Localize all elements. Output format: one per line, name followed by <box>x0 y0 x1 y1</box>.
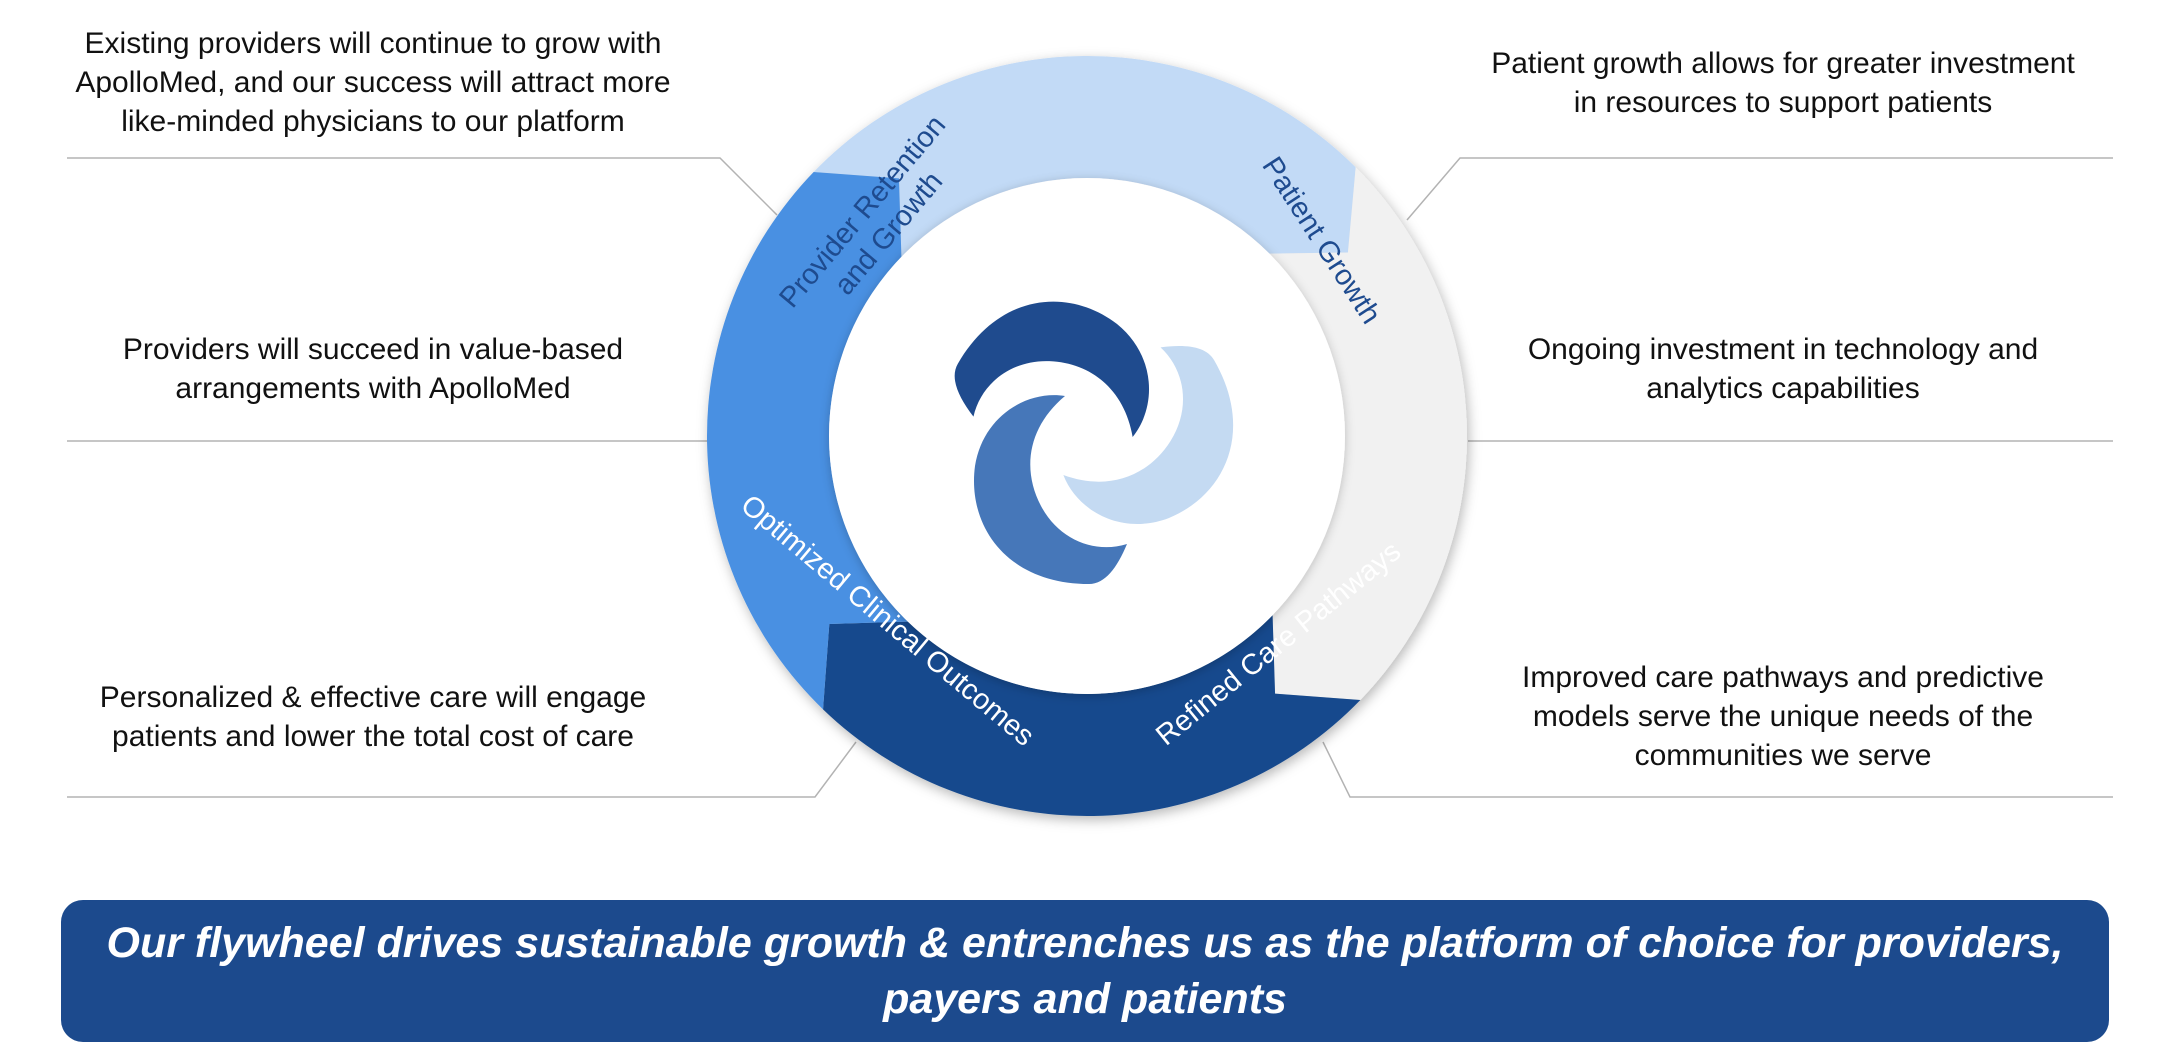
callout-line: communities we serve <box>1634 739 1932 772</box>
callout-line: Providers will succeed in value-based <box>122 333 624 366</box>
callout-line: Existing providers will continue to grow… <box>84 27 662 60</box>
tagline-banner: Our flywheel drives sustainable growth &… <box>61 900 2109 1042</box>
callout-right-top: Patient growth allows for greater invest… <box>1433 44 2133 122</box>
callout-right-middle: Ongoing investment in technology and ana… <box>1433 330 2133 408</box>
logo-blade-dark <box>954 301 1149 437</box>
logo-blade-light <box>1063 346 1234 524</box>
connector-left-top <box>67 157 778 216</box>
callout-line: models serve the unique needs of the <box>1532 700 2034 733</box>
callout-line: Ongoing investment in technology and <box>1527 333 2039 366</box>
callout-line: analytics capabilities <box>1646 372 1920 405</box>
callout-line: patients and lower the total cost of car… <box>112 720 634 753</box>
callout-left-middle: Providers will succeed in value-based ar… <box>23 330 723 408</box>
callout-line: Improved care pathways and predictive <box>1522 661 2044 694</box>
callout-line: ApolloMed, and our success will attract … <box>75 66 671 99</box>
connector-left-bottom <box>67 741 857 798</box>
tagline-line-2: payers and patients <box>883 975 1287 1023</box>
connector-right-bottom <box>1322 741 2113 798</box>
logo-icon <box>954 301 1234 584</box>
tagline-line-1: Our flywheel drives sustainable growth &… <box>106 919 2064 967</box>
callout-line: Personalized & effective care will engag… <box>99 681 647 714</box>
flywheel-segment-4 <box>707 172 908 710</box>
callout-line: arrangements with ApolloMed <box>175 372 571 405</box>
callout-line: in resources to support patients <box>1573 86 1993 119</box>
callout-right-bottom: Improved care pathways and predictive mo… <box>1433 658 2133 775</box>
callout-left-top: Existing providers will continue to grow… <box>23 24 723 141</box>
logo-blade-mid <box>973 395 1127 584</box>
connector-lines <box>67 157 2113 798</box>
connector-right-top <box>1406 157 2113 221</box>
flywheel-segment-1 <box>813 55 1356 257</box>
callout-left-bottom: Personalized & effective care will engag… <box>23 678 723 756</box>
callout-line: like-minded physicians to our platform <box>121 105 625 138</box>
flywheel-ring <box>707 55 1467 816</box>
flywheel-inner-disc <box>829 178 1345 694</box>
flywheel-segment-3 <box>823 615 1361 816</box>
flywheel-segment-2 <box>1269 167 1467 700</box>
callout-line: Patient growth allows for greater invest… <box>1491 47 2075 80</box>
